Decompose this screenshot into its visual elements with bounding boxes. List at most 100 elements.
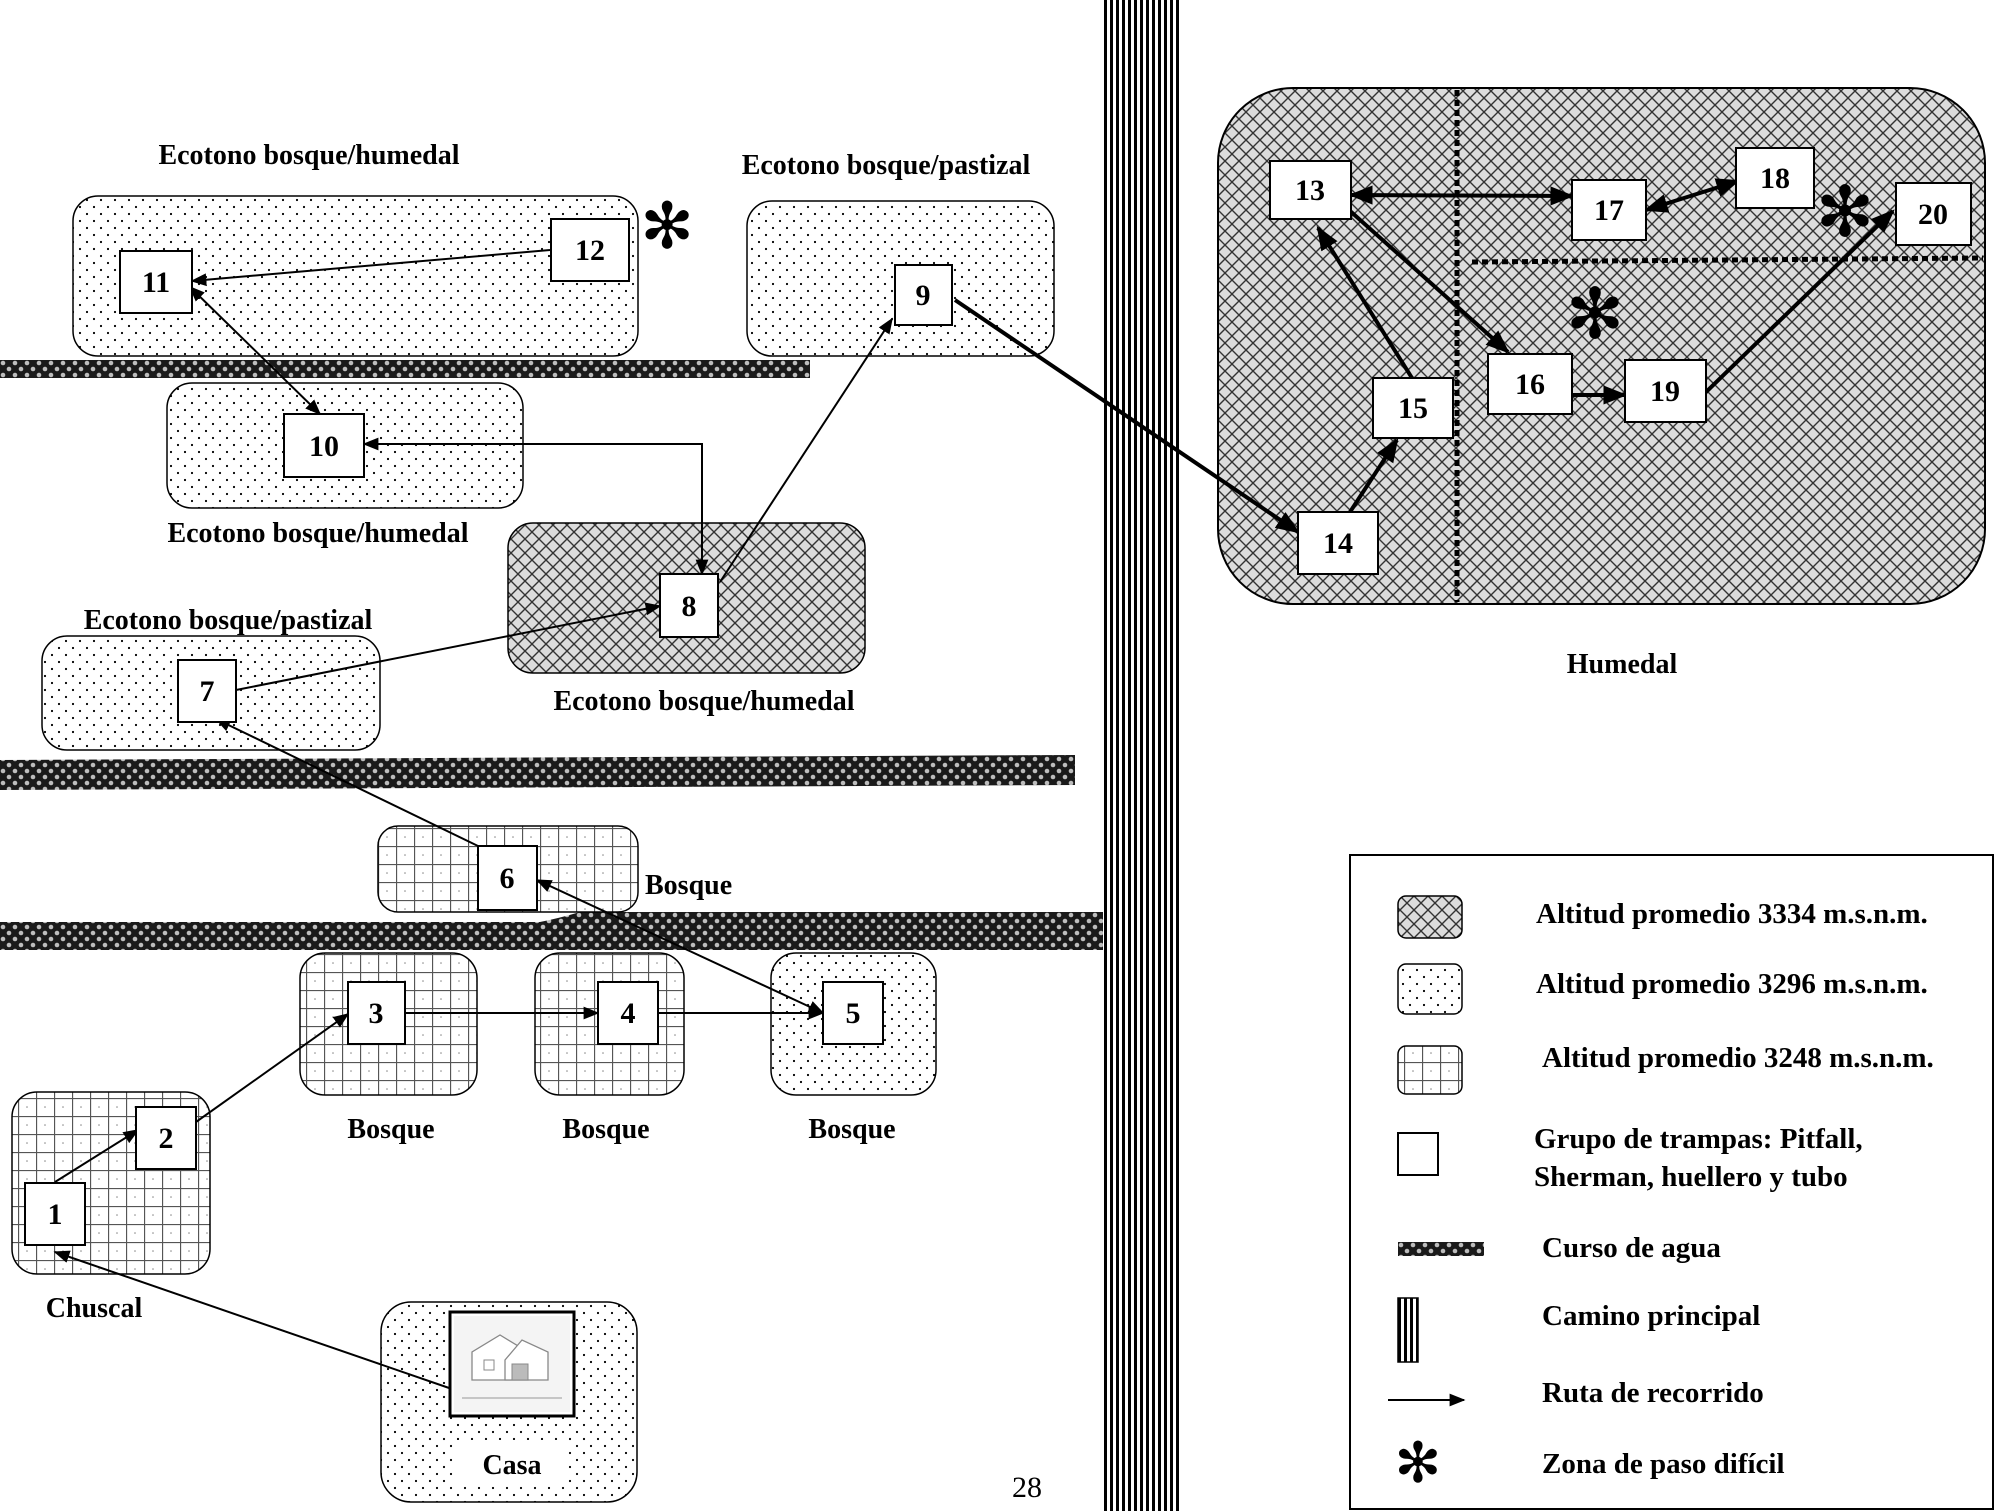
zone-label: Ecotono bosque/humedal — [167, 518, 468, 549]
svg-text:3: 3 — [369, 997, 384, 1030]
node-11: 11 — [119, 250, 193, 314]
node-20: 20 — [1895, 182, 1972, 246]
route-14-15 — [1348, 437, 1399, 514]
svg-text:18: 18 — [1760, 162, 1790, 195]
svg-text:4: 4 — [621, 997, 636, 1030]
legend-label: Grupo de trampas: Pitfall, — [1534, 1123, 1863, 1155]
route-casa-1 — [53, 1250, 453, 1390]
node-7: 7 — [177, 659, 237, 723]
zone-humedal — [1217, 87, 1986, 605]
node-2: 2 — [135, 1106, 197, 1170]
svg-text:12: 12 — [575, 234, 605, 267]
legend-label: Sherman, huellero y tubo — [1534, 1161, 1848, 1193]
svg-text:2: 2 — [159, 1122, 174, 1155]
node-1: 1 — [24, 1182, 86, 1246]
water-course-middle — [0, 755, 1075, 790]
svg-text:17: 17 — [1594, 194, 1624, 227]
legend-swatch-trap-box — [1397, 1132, 1439, 1176]
route-11-12 — [190, 249, 551, 287]
svg-text:16: 16 — [1515, 368, 1545, 401]
node-19: 19 — [1624, 359, 1707, 423]
route-7-8 — [235, 602, 662, 691]
node-17: 17 — [1571, 179, 1647, 241]
water-course-lower — [0, 912, 1105, 950]
route-8-10 — [362, 437, 709, 576]
legend-label: Curso de agua — [1542, 1232, 1721, 1264]
route-10-11 — [188, 285, 322, 416]
zone-label: Chuscal — [46, 1293, 143, 1324]
zone-label: Bosque — [645, 870, 732, 901]
page-number: 28 — [1012, 1471, 1042, 1504]
asterisk-icon: ✻ — [640, 190, 694, 264]
node-5: 5 — [822, 981, 884, 1045]
route-6-7 — [214, 718, 479, 847]
route-15-13 — [1316, 225, 1414, 380]
zone-label: Ecotono bosque/pastizal — [84, 605, 373, 636]
svg-text:14: 14 — [1323, 527, 1353, 560]
zone-label: Bosque — [347, 1114, 434, 1145]
node-10: 10 — [283, 413, 365, 478]
zone-label: Ecotono bosque/humedal — [553, 686, 854, 717]
humedal-divider-horizontal — [1471, 255, 1984, 265]
legend-label: Ruta de recorrido — [1542, 1377, 1764, 1409]
legend-label: Altitud promedio 3334 m.s.n.m. — [1536, 898, 1928, 930]
zone-label: Ecotono bosque/pastizal — [742, 150, 1031, 181]
asterisk-icon: ✻ — [1395, 1431, 1442, 1496]
route-1-2 — [54, 1129, 140, 1183]
svg-text:8: 8 — [682, 590, 697, 623]
route-13-17 — [1348, 185, 1575, 206]
node-9: 9 — [894, 264, 953, 326]
node-13: 13 — [1269, 160, 1352, 220]
asterisk-icon: ✻ — [1816, 171, 1875, 253]
node-12: 12 — [550, 218, 630, 282]
asterisk-icon: ✻ — [1566, 273, 1625, 355]
svg-text:13: 13 — [1295, 174, 1325, 207]
svg-text:11: 11 — [142, 266, 170, 299]
legend-swatch-water — [1398, 1242, 1484, 1256]
node-3: 3 — [347, 981, 406, 1045]
svg-text:1: 1 — [48, 1198, 63, 1231]
node-14: 14 — [1297, 511, 1379, 575]
zone-label: Bosque — [808, 1114, 895, 1145]
route-2-3 — [195, 1013, 350, 1123]
legend-swatch-road — [1397, 1297, 1419, 1363]
svg-text:5: 5 — [846, 997, 861, 1030]
house-picture — [448, 1310, 576, 1418]
node-15: 15 — [1372, 377, 1454, 439]
water-course-upper — [0, 360, 810, 378]
svg-text:10: 10 — [309, 430, 339, 463]
svg-text:6: 6 — [500, 862, 515, 895]
node-18: 18 — [1735, 147, 1815, 209]
node-6: 6 — [477, 845, 538, 911]
zone-label: Bosque — [562, 1114, 649, 1145]
legend: Altitud promedio 3334 m.s.n.m. Altitud p… — [1349, 854, 1994, 1510]
node-16: 16 — [1487, 353, 1573, 415]
route-5-6 — [535, 879, 825, 1014]
svg-text:15: 15 — [1398, 392, 1428, 425]
zone-label: Ecotono bosque/humedal — [158, 140, 459, 171]
legend-swatch-crosshatch — [1397, 895, 1463, 939]
legend-label: Altitud promedio 3248 m.s.n.m. — [1542, 1042, 1934, 1074]
route-arrows — [53, 178, 1895, 1390]
node-4: 4 — [597, 981, 659, 1045]
route-9-14 — [953, 298, 1300, 534]
route-17-18 — [1643, 178, 1741, 213]
zone-label: Humedal — [1567, 649, 1678, 680]
casa-label-bg — [456, 1440, 568, 1486]
route-19-20 — [1704, 209, 1895, 394]
node-8: 8 — [659, 573, 719, 638]
legend-label: Camino principal — [1542, 1300, 1760, 1332]
route-8-9 — [719, 317, 893, 583]
legend-swatch-dots — [1397, 963, 1463, 1015]
legend-label: Altitud promedio 3296 m.s.n.m. — [1536, 968, 1928, 1000]
svg-text:9: 9 — [916, 279, 931, 312]
svg-text:20: 20 — [1918, 198, 1948, 231]
legend-swatch-grid — [1397, 1045, 1463, 1095]
legend-label: Zona de paso difícil — [1542, 1448, 1785, 1480]
svg-text:7: 7 — [200, 675, 215, 708]
main-road — [1103, 0, 1181, 1511]
zone-label: Casa — [482, 1450, 541, 1481]
route-13-16 — [1347, 208, 1510, 354]
svg-text:19: 19 — [1650, 375, 1680, 408]
